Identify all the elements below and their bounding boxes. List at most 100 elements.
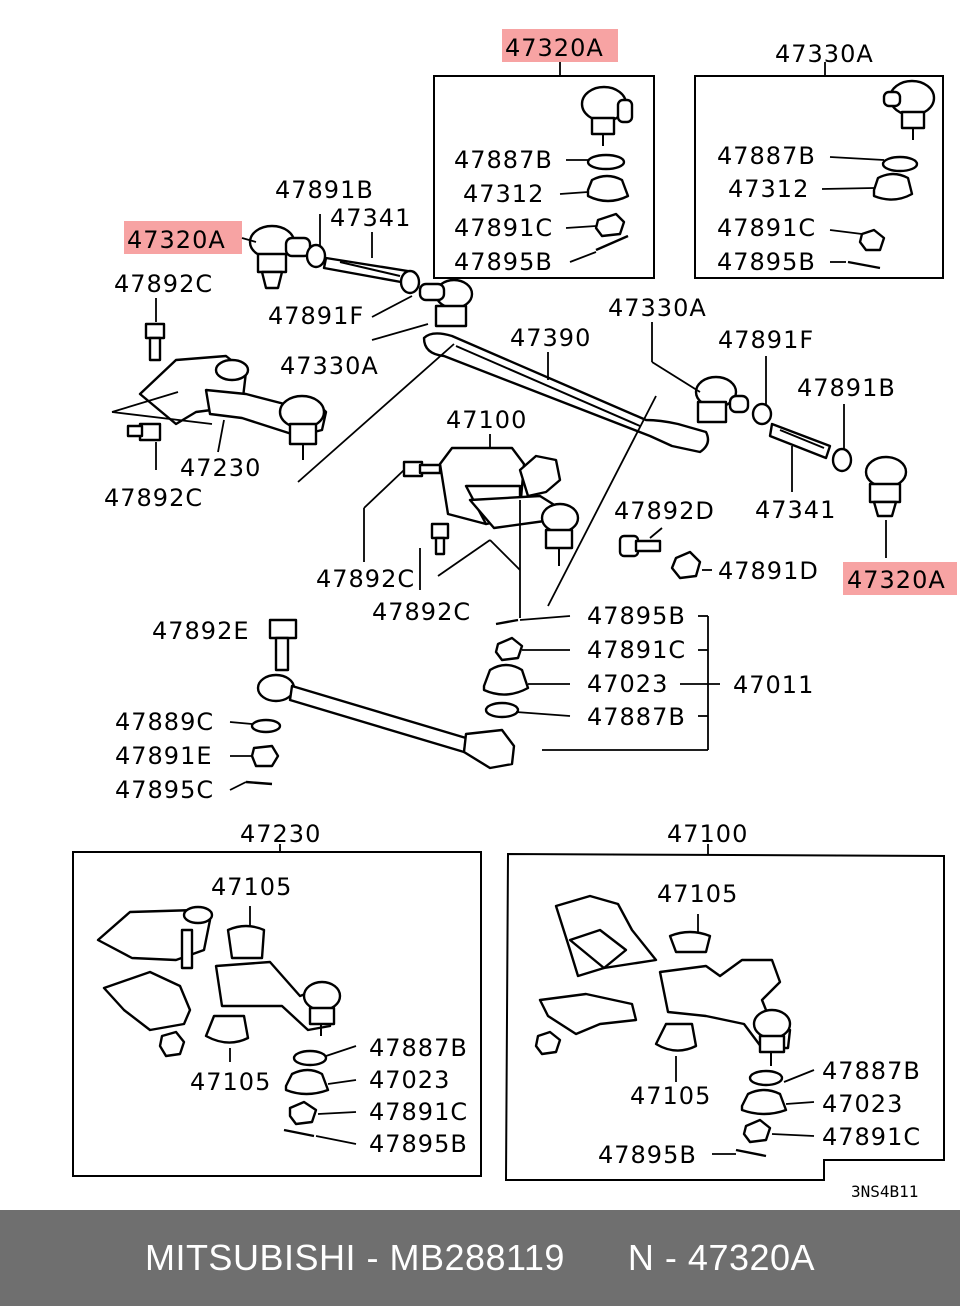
- label-a-47887B: 47887B: [454, 146, 553, 174]
- label-mid-47892C-b: 47892C: [372, 598, 471, 626]
- cotter-47895B-rod: [495, 618, 519, 626]
- label-a-47895B: 47895B: [454, 248, 553, 276]
- label-left-47320A: 47320A: [127, 226, 226, 254]
- nut-br-small: [534, 1030, 562, 1056]
- boot-a: [586, 174, 630, 203]
- label-b-47891C: 47891C: [717, 214, 816, 242]
- label-left-47892C-b: 47892C: [104, 484, 203, 512]
- label-top-box-a-title: 47320A: [505, 34, 604, 62]
- cotter-47895B-bl: [283, 1128, 315, 1138]
- seal-47889C: [250, 718, 282, 734]
- bolt-47892C-center-b: [430, 522, 450, 556]
- label-bl-title: 47230: [240, 820, 321, 848]
- cotter-47895B-br: [735, 1148, 767, 1158]
- nut-47891F-left: [399, 269, 421, 295]
- bolt-47892C-center-a: [402, 460, 442, 478]
- tie-rod-end-47330A-right: [694, 375, 750, 424]
- footer-bar: MITSUBISHI - MB288119 N - 47320A: [0, 1210, 960, 1306]
- nut-47891F-right: [751, 402, 773, 426]
- label-a-47891C: 47891C: [454, 214, 553, 242]
- label-br-47105-top: 47105: [657, 880, 738, 908]
- dust-cover-ring-b: [881, 155, 919, 173]
- diagram-code: 3NS4B11: [851, 1182, 918, 1201]
- highlight-box-left: [124, 221, 242, 254]
- label-rod-47887B: 47887B: [587, 703, 686, 731]
- plate-bl: [102, 970, 192, 1032]
- dust-cover-ring-a: [586, 153, 626, 171]
- cotter-47895C: [245, 780, 273, 786]
- label-right-47891B: 47891B: [797, 374, 896, 402]
- label-right-47891F: 47891F: [718, 326, 814, 354]
- label-bl-47105-top: 47105: [211, 873, 292, 901]
- tie-rod-end-left: [248, 224, 312, 290]
- label-bl-47023: 47023: [369, 1066, 450, 1094]
- label-a-47312: 47312: [463, 180, 544, 208]
- idler-arm-bracket-center: [438, 446, 580, 566]
- box-47100-detail: [504, 852, 945, 1181]
- bolt-47892C-top-left: [144, 322, 166, 362]
- highlight-box-top: [502, 29, 618, 62]
- nut-bl-small: [158, 1030, 186, 1058]
- ball-joint-part-a: [580, 85, 634, 146]
- drag-link-rod: [256, 673, 516, 770]
- label-top-box-b-title: 47330A: [775, 40, 874, 68]
- nut-47891E: [250, 744, 280, 768]
- label-b-47895B: 47895B: [717, 248, 816, 276]
- label-rod-47895C: 47895C: [115, 776, 214, 804]
- label-right-47891D: 47891D: [718, 557, 819, 585]
- label-bl-47887B: 47887B: [369, 1034, 468, 1062]
- idler-arm-br: [658, 958, 792, 1066]
- highlight-box-right: [843, 562, 957, 595]
- ring-47887B-br: [748, 1069, 784, 1087]
- label-right-47320A: 47320A: [847, 566, 946, 594]
- label-left-47341: 47341: [330, 204, 411, 232]
- label-left-47891F: 47891F: [268, 302, 364, 330]
- label-rod-47023: 47023: [587, 670, 668, 698]
- idler-arm-bl: [214, 924, 342, 1036]
- box-47230-detail: [72, 851, 482, 1177]
- nut-47891C-bl: [288, 1100, 318, 1126]
- label-br-47887B: 47887B: [822, 1057, 921, 1085]
- nut-47891D: [670, 550, 702, 580]
- bolt-47892C-bottom-left: [126, 422, 162, 442]
- label-center-47390: 47390: [510, 324, 591, 352]
- label-left-47891B: 47891B: [275, 176, 374, 204]
- ring-47887B-rod: [484, 701, 520, 719]
- boot-47023-rod: [482, 663, 530, 696]
- boot-47023-br: [740, 1088, 788, 1116]
- nut-47891C-br: [742, 1118, 772, 1144]
- castle-nut-a: [594, 212, 626, 238]
- label-center-47100: 47100: [446, 406, 527, 434]
- label-rod-47011: 47011: [733, 671, 814, 699]
- label-bl-47891C: 47891C: [369, 1098, 468, 1126]
- adjuster-47341-right: [768, 422, 832, 460]
- box-47320A-detail: [433, 75, 655, 279]
- label-br-title: 47100: [667, 820, 748, 848]
- cotter-pin-b: [847, 260, 881, 270]
- plate-br: [538, 992, 638, 1036]
- footer-part-info: MITSUBISHI - MB288119 N - 47320A: [144, 1237, 816, 1278]
- bracket-br: [554, 894, 658, 978]
- bushing-br-top: [668, 930, 712, 954]
- boot-b: [872, 172, 914, 201]
- label-br-47023: 47023: [822, 1090, 903, 1118]
- bushing-bl: [204, 1014, 250, 1044]
- label-br-47105-bottom: 47105: [630, 1082, 711, 1110]
- label-rod-47895B: 47895B: [587, 602, 686, 630]
- tie-rod-end-right: [864, 455, 908, 518]
- pitman-arm-assembly-left: [138, 354, 328, 460]
- nut-47891B-left: [305, 243, 327, 269]
- bolt-47892E: [268, 618, 298, 672]
- tie-rod-end-47330A-left: [418, 278, 474, 328]
- label-right-47892D: 47892D: [614, 497, 715, 525]
- label-bl-47895B: 47895B: [369, 1130, 468, 1158]
- box-47330A-detail: [694, 75, 944, 279]
- label-left-47892C: 47892C: [114, 270, 213, 298]
- label-right-47341: 47341: [755, 496, 836, 524]
- label-rod-47892E: 47892E: [152, 617, 250, 645]
- label-br-47895B: 47895B: [598, 1141, 697, 1169]
- label-rod-47891E: 47891E: [115, 742, 213, 770]
- label-b-47312: 47312: [728, 175, 809, 203]
- label-bl-47105-bottom: 47105: [190, 1068, 271, 1096]
